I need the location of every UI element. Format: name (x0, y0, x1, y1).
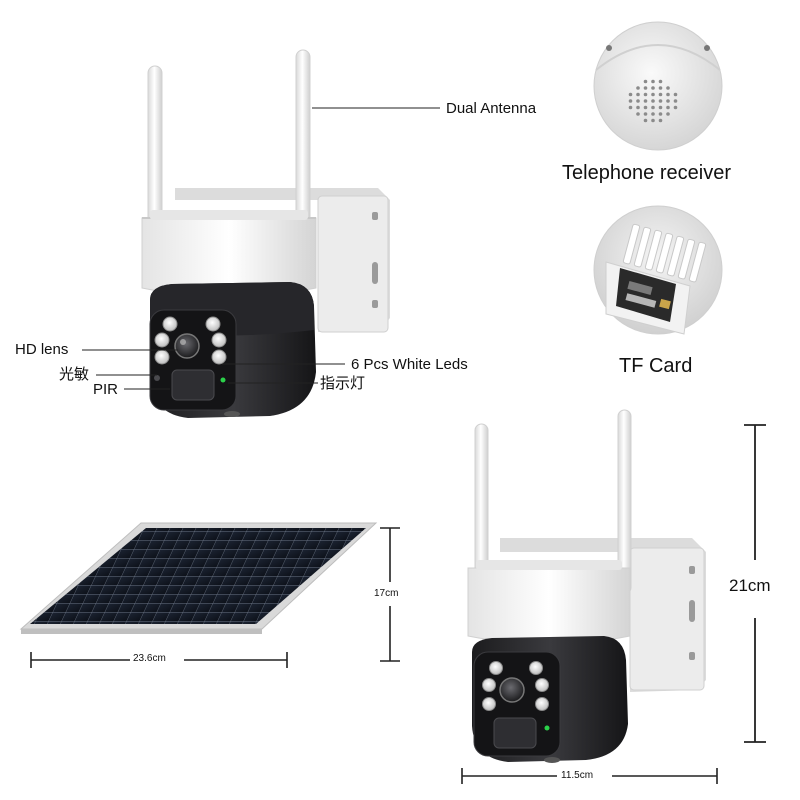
speaker-hole (658, 92, 663, 97)
speaker-hole (651, 79, 655, 84)
speaker-hole (651, 118, 655, 123)
indicator-light-icon (544, 725, 550, 731)
pir-sensor-window (171, 369, 215, 401)
speaker-hole (651, 92, 655, 97)
camera-face-plate (149, 309, 237, 411)
camera-width-dimension (461, 768, 718, 784)
wall-mount-bracket (175, 188, 390, 333)
camera-dome (467, 560, 631, 645)
speaker-hole (643, 99, 648, 103)
led-light-icon (535, 697, 549, 711)
led-light-icon (211, 332, 227, 348)
speaker-hole (673, 105, 678, 110)
speaker-hole (658, 99, 663, 103)
speaker-hole (628, 105, 633, 110)
heat-sink-fin (677, 238, 696, 280)
telephone-receiver-inset (593, 21, 723, 151)
speaker-hole (666, 86, 670, 90)
light-sensor-label: 光敏 (59, 366, 90, 383)
led-light-icon (211, 349, 227, 365)
speaker-hole (658, 105, 663, 110)
heat-sink-fin (688, 241, 707, 283)
speaker-hole (628, 92, 633, 97)
speaker-hole (658, 86, 663, 90)
heat-sink-fins (622, 223, 707, 283)
speaker-hole (636, 112, 640, 116)
camera-width-label: 11.5cm (561, 770, 594, 781)
speaker-hole (636, 92, 640, 97)
speaker-hole (666, 105, 670, 110)
speaker-hole (666, 92, 670, 97)
led-light-icon (489, 661, 503, 675)
speaker-hole (673, 92, 678, 97)
solar-panel (19, 522, 378, 634)
speaker-grille (628, 79, 678, 123)
tf-card-label: TF Card (619, 355, 693, 377)
heat-sink-fin (666, 235, 685, 277)
speaker-hole (658, 79, 663, 84)
led-light-icon (482, 697, 496, 711)
camera-height-label: 21cm (729, 576, 771, 595)
speaker-hole (643, 92, 648, 97)
led-light-icon (162, 316, 178, 332)
wall-mount-bracket (500, 538, 706, 692)
dual-antenna-label: Dual Antenna (446, 100, 537, 117)
hd-lens-icon (499, 677, 525, 703)
speaker-hole (643, 79, 648, 84)
led-light-icon (154, 349, 170, 365)
speaker-hole (651, 86, 655, 90)
speaker-hole (658, 118, 663, 123)
speaker-hole (666, 99, 670, 103)
led-light-icon (535, 678, 549, 692)
speaker-hole (643, 86, 648, 90)
speaker-hole (643, 112, 648, 116)
heat-sink-fin (622, 223, 641, 265)
speaker-hole (636, 105, 640, 110)
indicator-light-label: 指示灯 (320, 375, 366, 392)
speaker-hole (658, 112, 663, 116)
speaker-hole (651, 99, 655, 103)
camera-height-dimension (744, 424, 766, 743)
speaker-hole (636, 86, 640, 90)
tf-card-inset (593, 205, 723, 335)
camera-side-view (467, 409, 706, 763)
panel-height-dimension (380, 527, 400, 662)
heat-sink-fin (633, 226, 652, 268)
pir-sensor-window (493, 717, 537, 749)
pir-label: PIR (93, 381, 119, 398)
led-light-icon (482, 678, 496, 692)
speaker-hole (643, 105, 648, 110)
main-camera (141, 49, 390, 418)
heat-sink-fin (644, 229, 663, 271)
panel-width-label: 23.6cm (133, 653, 166, 664)
white-leds-label: 6 Pcs White Leds (351, 356, 468, 373)
telephone-receiver-label: Telephone receiver (562, 162, 731, 184)
panel-height-label: 17cm (374, 588, 399, 599)
speaker-hole (628, 99, 633, 103)
indicator-light-icon (220, 377, 226, 383)
speaker-hole (666, 112, 670, 116)
speaker-hole (651, 112, 655, 116)
speaker-hole (636, 99, 640, 103)
speaker-hole (643, 118, 648, 123)
speaker-hole (651, 105, 655, 110)
hd-lens-label: HD lens (15, 341, 69, 358)
led-light-icon (529, 661, 543, 675)
hd-lens-icon (174, 333, 200, 359)
panel-width-dimension (30, 652, 288, 668)
led-light-icon (154, 332, 170, 348)
light-sensor-icon (154, 375, 160, 381)
camera-face-plate (473, 651, 561, 757)
heat-sink-fin (655, 232, 674, 274)
callout-lines (82, 107, 440, 390)
led-light-icon (205, 316, 221, 332)
speaker-hole (673, 99, 678, 103)
